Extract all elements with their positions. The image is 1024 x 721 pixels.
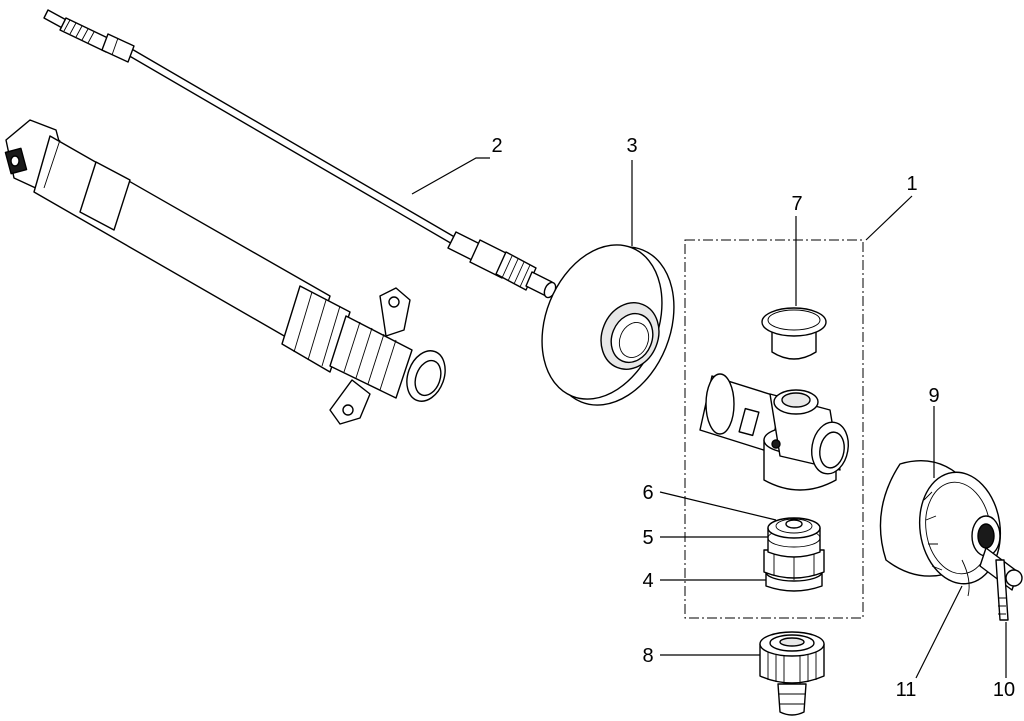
part-7-cap [761, 307, 827, 360]
callout-2: 2 [491, 135, 502, 157]
assembly-1-boundary [684, 239, 864, 619]
part-8-hose-connector [759, 631, 825, 716]
callout-1: 1 [906, 173, 917, 195]
wall-pipe-body [4, 119, 446, 425]
callout-9: 9 [928, 385, 939, 407]
part-4-5-6-cartridge [763, 517, 825, 592]
callout-10: 10 [993, 679, 1015, 701]
callout-7: 7 [791, 193, 802, 215]
part-10-11-lock-keys [961, 515, 1023, 621]
callout-labels: 1 2 3 4 5 6 7 8 9 10 11 [491, 135, 1015, 701]
callout-4: 4 [642, 570, 653, 592]
leader-lines [411, 157, 1007, 679]
part-9-lock-cover [879, 460, 1002, 585]
callout-3: 3 [626, 135, 637, 157]
leader-2 [411, 157, 490, 195]
part-2-spindle-rod [43, 9, 557, 299]
part-1-valve-body [699, 373, 849, 491]
leader-6 [659, 491, 777, 521]
leader-1 [865, 195, 913, 241]
callout-6: 6 [642, 482, 653, 504]
callout-11: 11 [896, 679, 917, 701]
callout-5: 5 [642, 527, 653, 549]
part-3-rosette [541, 244, 675, 406]
callout-8: 8 [642, 645, 653, 667]
leader-11 [915, 585, 963, 679]
